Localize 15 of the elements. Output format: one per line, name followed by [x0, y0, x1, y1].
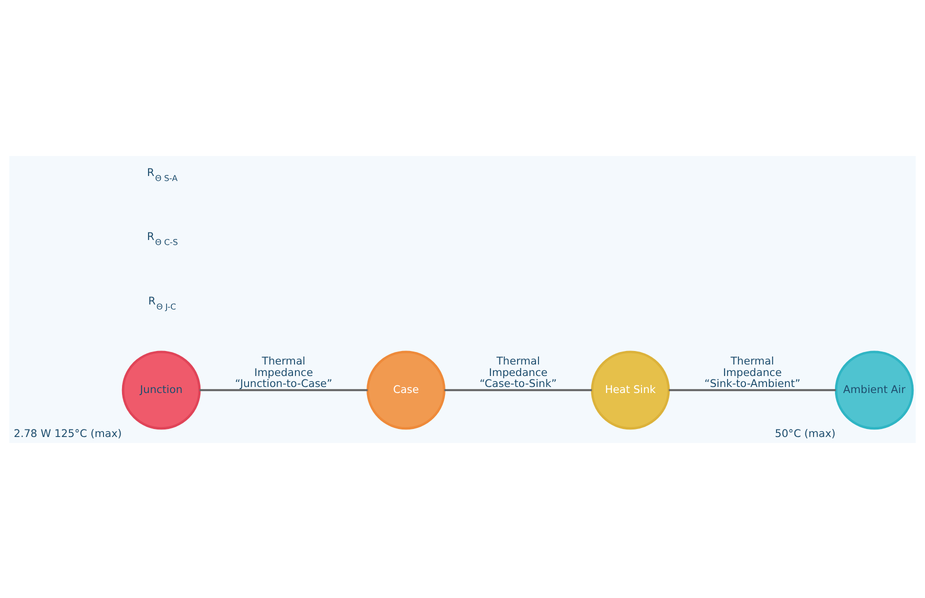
node-circle: Ambient Air	[834, 350, 914, 430]
node-label: 50°C (max)	[774, 427, 836, 440]
connector	[200, 388, 368, 391]
node-circle: Junction	[122, 350, 201, 430]
edge-label: Thermal Impedance “Sink-to-Ambient”	[704, 354, 800, 390]
connector	[444, 388, 592, 391]
connector	[668, 388, 836, 391]
label: R$_{Θ J-C}$	[148, 294, 176, 311]
edge-label: Thermal Impedance “Junction-to-Case”	[234, 354, 332, 390]
label: R$_{Θ S-A}$	[147, 166, 178, 182]
node-circle: Heat Sink	[590, 350, 670, 430]
node-label: 2.78 W 125°C (max)	[14, 427, 122, 440]
node-circle: Case	[366, 350, 446, 430]
label: R$_{Θ C-S}$	[147, 230, 178, 247]
edge-label: Thermal Impedance “Case-to-Sink”	[480, 354, 557, 390]
